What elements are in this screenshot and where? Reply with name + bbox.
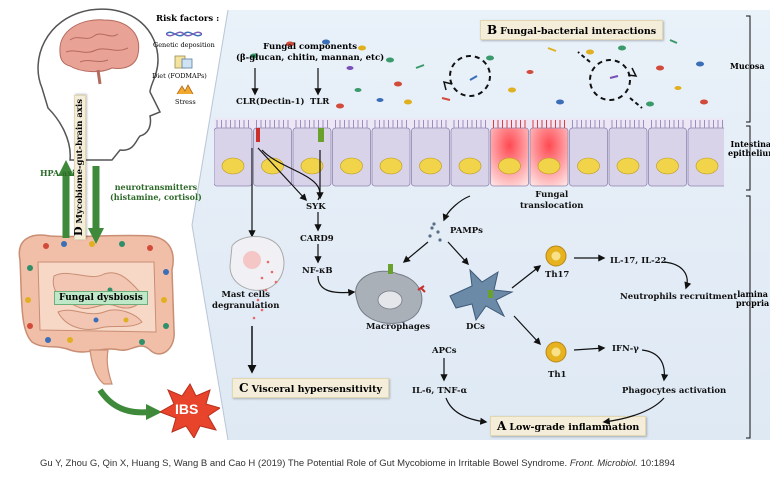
clr-receptor-label: CLR(Dectin-1) <box>236 97 305 107</box>
panel-b-letter: B <box>487 23 498 37</box>
cell-nucleus <box>221 157 245 175</box>
figure-caption: Gu Y, Zhou G, Qin X, Huang S, Wang B and… <box>40 458 675 469</box>
risk-factors-title: Risk factors : <box>156 14 220 24</box>
th17-label: Th17 <box>545 270 570 280</box>
epithelial-cell <box>411 127 450 187</box>
tlr-receptor-label: TLR <box>310 97 330 107</box>
stress-icon <box>176 84 194 95</box>
zone-lamina-propria: lamina propria <box>736 289 770 309</box>
epithelial-cell <box>608 127 648 187</box>
syk-label: SYK <box>306 202 326 212</box>
epithelial-cell <box>332 127 371 187</box>
mast-cells-detail: degranulation <box>212 301 280 312</box>
mucosa-microbes <box>250 39 708 109</box>
cell-nucleus <box>300 157 324 175</box>
fungal-translocation-detail: translocation <box>520 201 584 212</box>
card9-label: CARD9 <box>300 234 334 244</box>
pamps-label: PAMPs <box>450 226 483 236</box>
fungal-components-label: Fungal components (β-glucan, chitin, man… <box>236 42 384 64</box>
neutrophils-label: Neutrophils recruitment <box>620 292 738 302</box>
neurotransmitters-title: neurotransmitters <box>114 182 198 192</box>
cell-nucleus <box>656 157 679 175</box>
epithelial-cell <box>371 127 411 187</box>
cell-nucleus <box>340 157 363 175</box>
zone-brackets <box>746 15 751 439</box>
diet-icon <box>174 55 193 69</box>
epithelial-cell <box>490 127 529 187</box>
fungal-dysbiosis-label: Fungal dysbiosis <box>54 291 148 305</box>
cell-nucleus <box>498 157 521 175</box>
epithelial-cell <box>450 127 490 187</box>
epithelial-cell <box>292 127 332 187</box>
zone-epithelium-line2: epithelium <box>728 148 770 159</box>
neurotransmitters-label: neurotransmitters (histamine, cortisol) <box>110 182 202 202</box>
macrophages-label: Macrophages <box>366 322 431 332</box>
panel-c-letter: C <box>239 381 249 395</box>
epithelial-cell <box>253 127 292 187</box>
mast-cells-title: Mast cells <box>221 290 270 300</box>
immune-pathway-graphics <box>229 68 692 425</box>
panel-a-letter: A <box>497 419 507 433</box>
cell-nucleus <box>577 157 600 175</box>
fungal-translocation-title: Fungal <box>535 190 569 200</box>
nfkb-label: NF-κB <box>302 266 333 276</box>
neurotransmitters-detail: (histamine, cortisol) <box>110 192 202 202</box>
th1-label: Th1 <box>548 370 567 380</box>
il6-tnf-label: IL-6, TNF-α <box>412 386 468 396</box>
il17-il22-label: IL-17, IL-22 <box>610 256 667 266</box>
dna-icon <box>166 31 202 37</box>
cell-nucleus <box>537 157 561 175</box>
epithelial-cell <box>648 127 687 187</box>
risk-factor-genetic: Genetic deposition <box>153 41 215 49</box>
caption-volume: 10:1894 <box>640 458 675 469</box>
cell-nucleus <box>458 157 482 175</box>
fungal-components-title: Fungal components <box>263 42 357 52</box>
cell-nucleus <box>695 157 719 175</box>
risk-factor-stress: Stress <box>175 98 196 106</box>
fungal-translocation-label: Fungal translocation <box>520 190 583 212</box>
zone-lamina-line2: propria <box>736 298 770 309</box>
epithelial-cell <box>529 127 569 187</box>
caption-journal: Front. Microbiol. <box>569 458 638 469</box>
fungal-components-detail: (β-glucan, chitin, mannan, etc) <box>236 53 385 64</box>
zone-lamina-line1: lamina <box>737 289 768 299</box>
apcs-label: APCs <box>432 346 457 356</box>
cell-nucleus <box>419 157 442 175</box>
ifn-label: IFN-γ <box>612 344 639 354</box>
epithelial-cell <box>569 127 608 187</box>
mast-cells-label: Mast cells degranulation <box>212 290 279 312</box>
cell-nucleus <box>616 157 640 175</box>
risk-factor-diet: Diet (FODMAPs) <box>152 72 207 80</box>
head-illustration <box>37 8 162 161</box>
dcs-label: DCs <box>466 322 485 332</box>
ibs-starburst <box>160 383 220 438</box>
ibs-label: IBS <box>175 401 199 417</box>
panel-b-title: Fungal-bacterial interactions <box>500 26 657 37</box>
zone-mucosa: Mucosa <box>730 61 765 71</box>
hpa-axis-label: HPA axis <box>40 168 80 178</box>
panel-a-title: Low-grade inflammation <box>509 422 640 433</box>
caption-authors: Gu Y, Zhou G, Qin X, Huang S, Wang B and… <box>40 458 568 469</box>
cell-nucleus <box>379 157 403 175</box>
panel-c-title: Visceral hypersensitivity <box>251 384 383 395</box>
intestinal-epithelium <box>214 118 724 187</box>
phagocytes-label: Phagocytes activation <box>622 386 727 396</box>
